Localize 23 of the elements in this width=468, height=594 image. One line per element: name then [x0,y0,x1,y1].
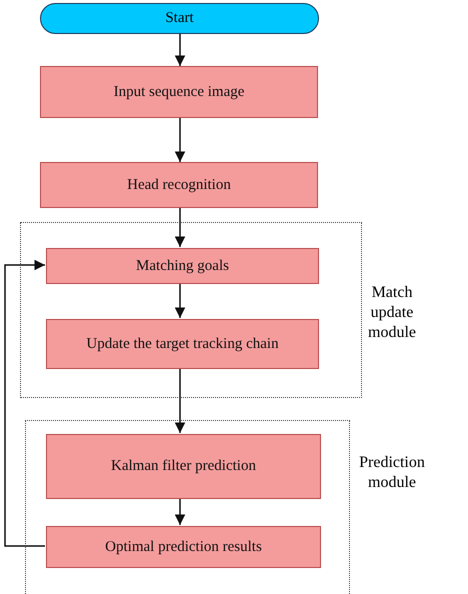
process-box [46,248,319,284]
box-text: Start [164,10,195,27]
arrow [174,368,186,433]
arrow [4,260,45,547]
process-box [46,434,321,499]
process-box [40,162,318,208]
process-box [40,66,318,118]
process-box [46,319,319,369]
process-box [46,526,321,568]
arrow [174,208,186,247]
module-label: Prediction module [358,453,426,493]
box-text: Head recognition [126,176,232,194]
box-text: Matching goals [135,258,230,274]
arrow [174,118,186,162]
box-text: Input sequence image [112,84,246,100]
box-text: Optimal prediction results [104,538,263,556]
arrow [174,283,186,318]
arrow [174,498,186,525]
start-terminal [40,3,319,34]
box-text: Update the target tracking chain [85,336,280,352]
module-label: Match update module [367,283,417,343]
box-text: Kalman filter prediction [110,458,257,475]
arrow [174,34,186,66]
